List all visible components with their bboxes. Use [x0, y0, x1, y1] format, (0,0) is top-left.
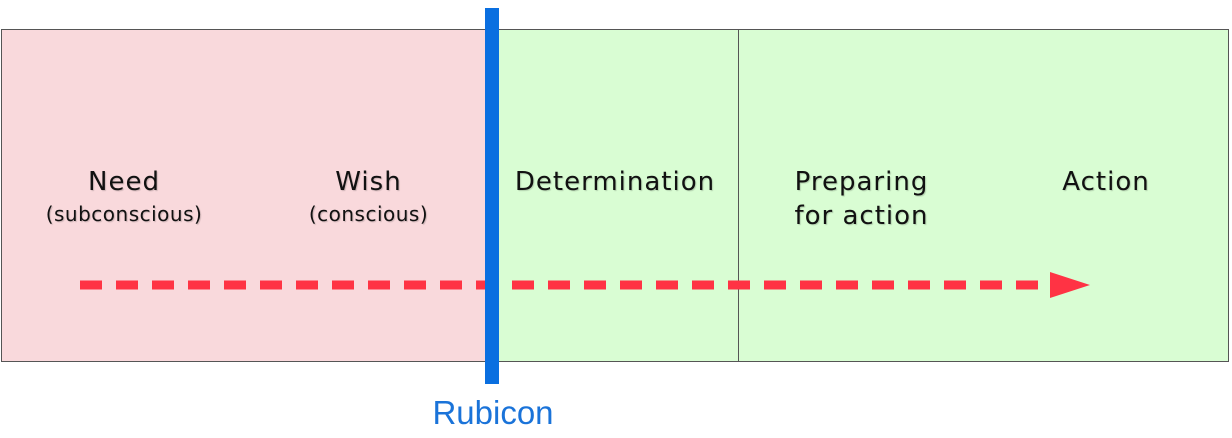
stage-determination: Determination	[492, 29, 739, 362]
stage-determination-title: Determination	[514, 167, 716, 197]
stage-preparing-title-line1: Preparing	[794, 167, 929, 197]
rubicon-label: Rubicon	[432, 394, 554, 431]
stage-preparing-text: Preparing for action	[739, 165, 984, 233]
stage-wish-subtitle: (conscious)	[308, 202, 429, 226]
stage-wish: Wish (conscious)	[246, 29, 492, 362]
stage-need: Need (subconscious)	[1, 29, 247, 362]
stage-wish-title: Wish	[335, 167, 402, 197]
stage-need-title: Need	[88, 167, 160, 197]
stage-action-text: Action	[984, 165, 1228, 199]
stage-preparing-title-line2: for action	[794, 201, 929, 231]
stage-need-subtitle: (subconscious)	[45, 202, 203, 226]
stage-preparing: Preparing for action	[738, 29, 985, 362]
stage-determination-text: Determination	[492, 165, 738, 199]
stage-action: Action	[984, 29, 1229, 362]
stage-action-title: Action	[1062, 167, 1150, 197]
stage-wish-text: Wish (conscious)	[246, 165, 491, 229]
rubicon-divider-line	[485, 8, 499, 384]
stage-need-text: Need (subconscious)	[2, 165, 246, 229]
